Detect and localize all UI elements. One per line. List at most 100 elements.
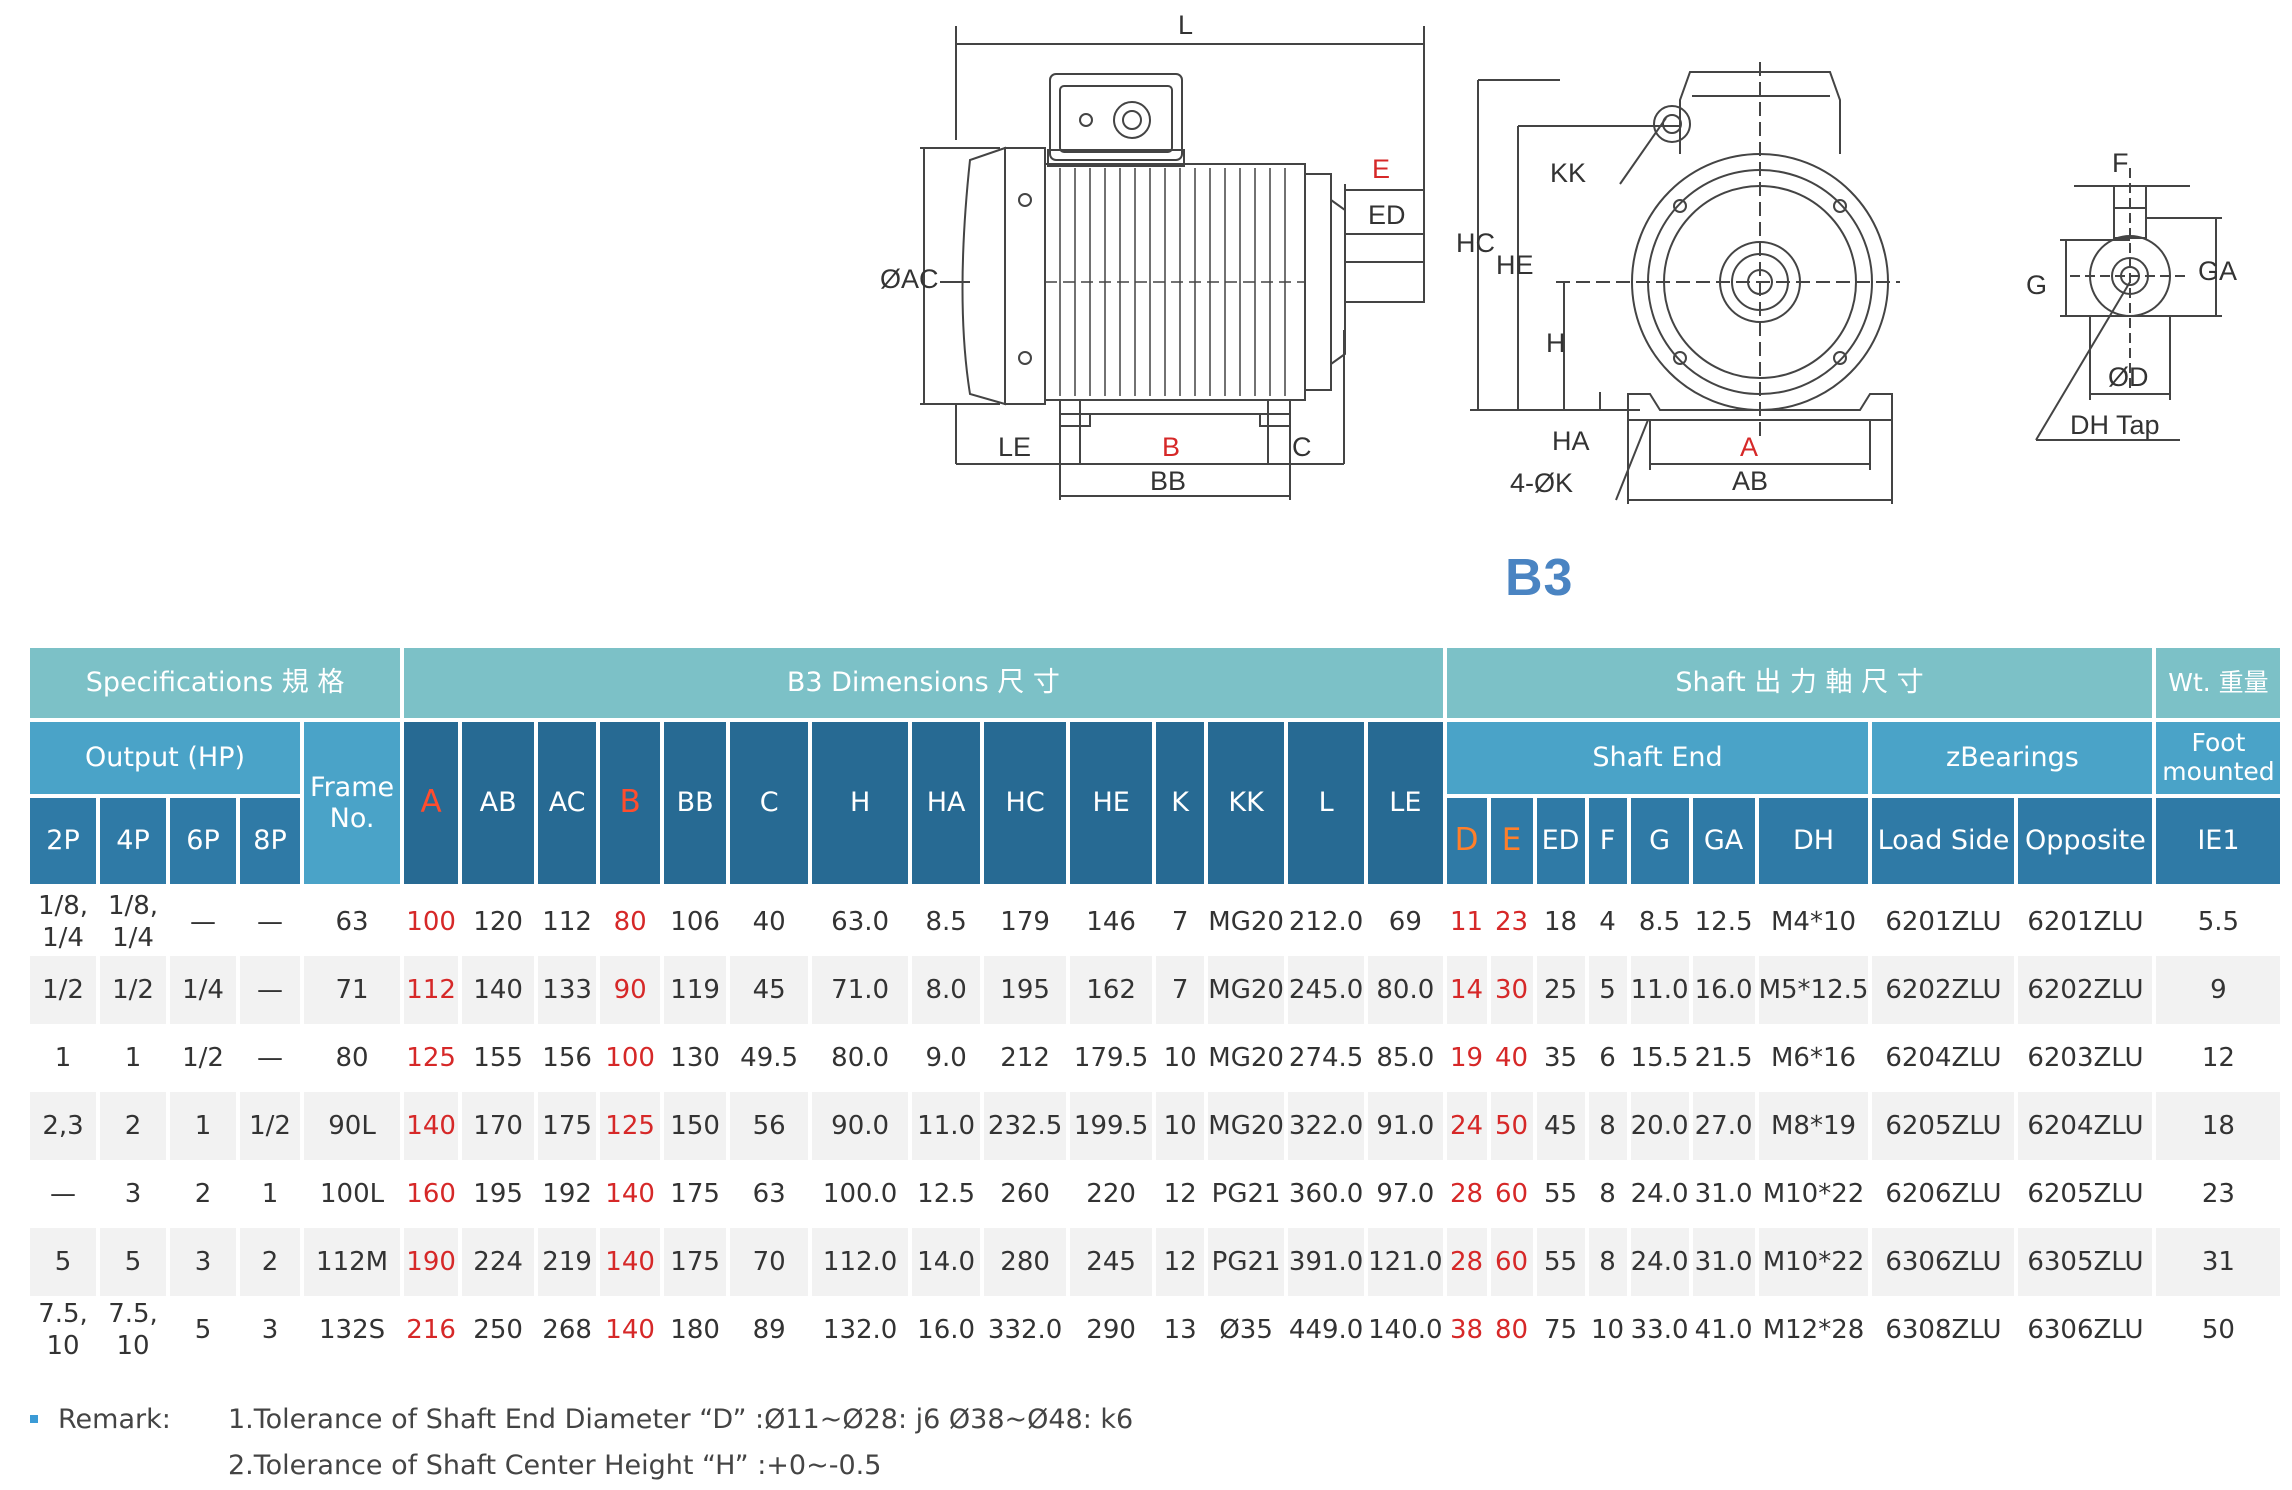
cell-p6: 1/2 [182, 1042, 224, 1073]
cell-le: 85.0 [1376, 1042, 1435, 1073]
cell-hc: 179 [1000, 906, 1050, 937]
cell-p8: 2 [240, 1228, 300, 1296]
cell-dh: M8*19 [1758, 1092, 1869, 1160]
cell-g: 15.5 [1630, 1042, 1689, 1073]
cell-p2: 1/8, 1/4 [37, 890, 89, 954]
cell-p8: — [257, 906, 283, 937]
col-E: E [1490, 798, 1533, 888]
col-opposite: Opposite [2018, 798, 2153, 888]
cell-c: 56 [730, 1092, 809, 1160]
cell-ac: 156 [542, 1042, 592, 1073]
cell-f: 8 [1599, 1178, 1616, 1209]
cell-f: 5 [1588, 956, 1627, 1024]
cell-wt: 9 [2156, 956, 2281, 1024]
cell-frame: 80 [335, 1042, 369, 1073]
cell-g: 24.0 [1630, 1178, 1689, 1209]
cell-b: 125 [600, 1092, 661, 1160]
col-DH: DH [1758, 798, 1869, 888]
cell-dh: M4*10 [1770, 906, 1857, 937]
col-BB: BB [664, 722, 727, 888]
cell-c: 45 [730, 956, 809, 1024]
dimension-drawings: L E ED ØAC LE B C BB KK HC HE H HA 4-ØK … [0, 0, 2292, 640]
cell-p4: 5 [100, 1228, 166, 1296]
cell-k: 12 [1163, 1178, 1197, 1209]
cell-load: 6308ZLU [1885, 1314, 2002, 1345]
cell-ac: 192 [542, 1178, 592, 1209]
cell-le: 121.0 [1368, 1228, 1443, 1296]
cell-e: 23 [1495, 906, 1529, 937]
cell-hc: 212 [1000, 1042, 1050, 1073]
cell-wt: 31 [2156, 1228, 2281, 1296]
cell-ga: 31.0 [1694, 1178, 1753, 1209]
cell-hc: 232.5 [984, 1092, 1067, 1160]
cell-ac: 133 [538, 956, 597, 1024]
cell-le: 69 [1388, 906, 1422, 937]
cell-p2: 2,3 [30, 1092, 96, 1160]
cell-kk: MG20 [1208, 956, 1285, 1024]
cell-frame: 100L [320, 1178, 385, 1209]
cell-opp: 6202ZLU [2018, 956, 2153, 1024]
cell-hc: 260 [1000, 1178, 1050, 1209]
cell-he: 245 [1070, 1228, 1153, 1296]
cell-f: 8 [1588, 1092, 1627, 1160]
cell-k: 10 [1156, 1092, 1205, 1160]
label-LE: LE [998, 432, 1032, 462]
cell-opp: 6203ZLU [2027, 1042, 2144, 1073]
cell-h: 90.0 [812, 1092, 909, 1160]
cell-p2: 1/2 [30, 956, 96, 1024]
cell-f: 6 [1599, 1042, 1616, 1073]
cell-bb: 106 [670, 906, 720, 937]
col-AB: AB [462, 722, 535, 888]
label-HC: HC [1456, 228, 1495, 258]
cell-opp: 6305ZLU [2018, 1228, 2153, 1296]
cell-h: 132.0 [822, 1314, 898, 1345]
cell-hc: 280 [984, 1228, 1067, 1296]
cell-d: 14 [1446, 956, 1487, 1024]
cell-ed: 55 [1544, 1178, 1578, 1209]
cell-p4: 1/2 [100, 956, 166, 1024]
cell-ed: 25 [1536, 956, 1585, 1024]
cell-opp: 6204ZLU [2018, 1092, 2153, 1160]
col-4p: 4P [100, 798, 166, 888]
cell-p4: 7.5, 10 [108, 1298, 158, 1362]
cell-b: 140 [605, 1314, 655, 1345]
cell-b: 90 [600, 956, 661, 1024]
cell-c: 89 [752, 1314, 786, 1345]
cell-h: 71.0 [812, 956, 909, 1024]
remark-label: Remark: [58, 1403, 171, 1435]
cell-g: 20.0 [1630, 1092, 1689, 1160]
cell-dh: M10*22 [1758, 1228, 1869, 1296]
cell-d: 28 [1450, 1178, 1484, 1209]
col-GA: GA [1692, 798, 1755, 888]
cell-opp: 6201ZLU [2027, 906, 2144, 937]
cell-a: 100 [406, 906, 456, 937]
cell-dh: M6*16 [1770, 1042, 1857, 1073]
cell-ab: 155 [473, 1042, 523, 1073]
cell-p2: 7.5, 10 [38, 1298, 88, 1362]
cell-frame: 71 [304, 956, 401, 1024]
cell-kk: MG20 [1208, 1092, 1285, 1160]
col-KK: KK [1208, 722, 1285, 888]
cell-bb: 175 [664, 1228, 727, 1296]
cell-a: 125 [406, 1042, 456, 1073]
cell-p6: 1/4 [170, 956, 236, 1024]
cell-ab: 140 [462, 956, 535, 1024]
cell-h: 80.0 [831, 1042, 890, 1073]
cell-b: 140 [605, 1178, 655, 1209]
label-KK: KK [1550, 158, 1587, 188]
cell-k: 12 [1156, 1228, 1205, 1296]
header-bearings: zBearings [1872, 722, 2153, 798]
col-D: D [1446, 798, 1487, 888]
cell-k: 10 [1163, 1042, 1197, 1073]
label-HA: HA [1552, 426, 1590, 456]
col-ie1: IE1 [2156, 798, 2281, 888]
cell-p8: 3 [261, 1314, 279, 1345]
col-K: K [1156, 722, 1205, 888]
cell-h: 63.0 [831, 906, 890, 937]
col-8p: 8P [240, 798, 300, 888]
spec-table: Specifications 規 格 B3 Dimensions 尺 寸 Sha… [26, 648, 2284, 1364]
